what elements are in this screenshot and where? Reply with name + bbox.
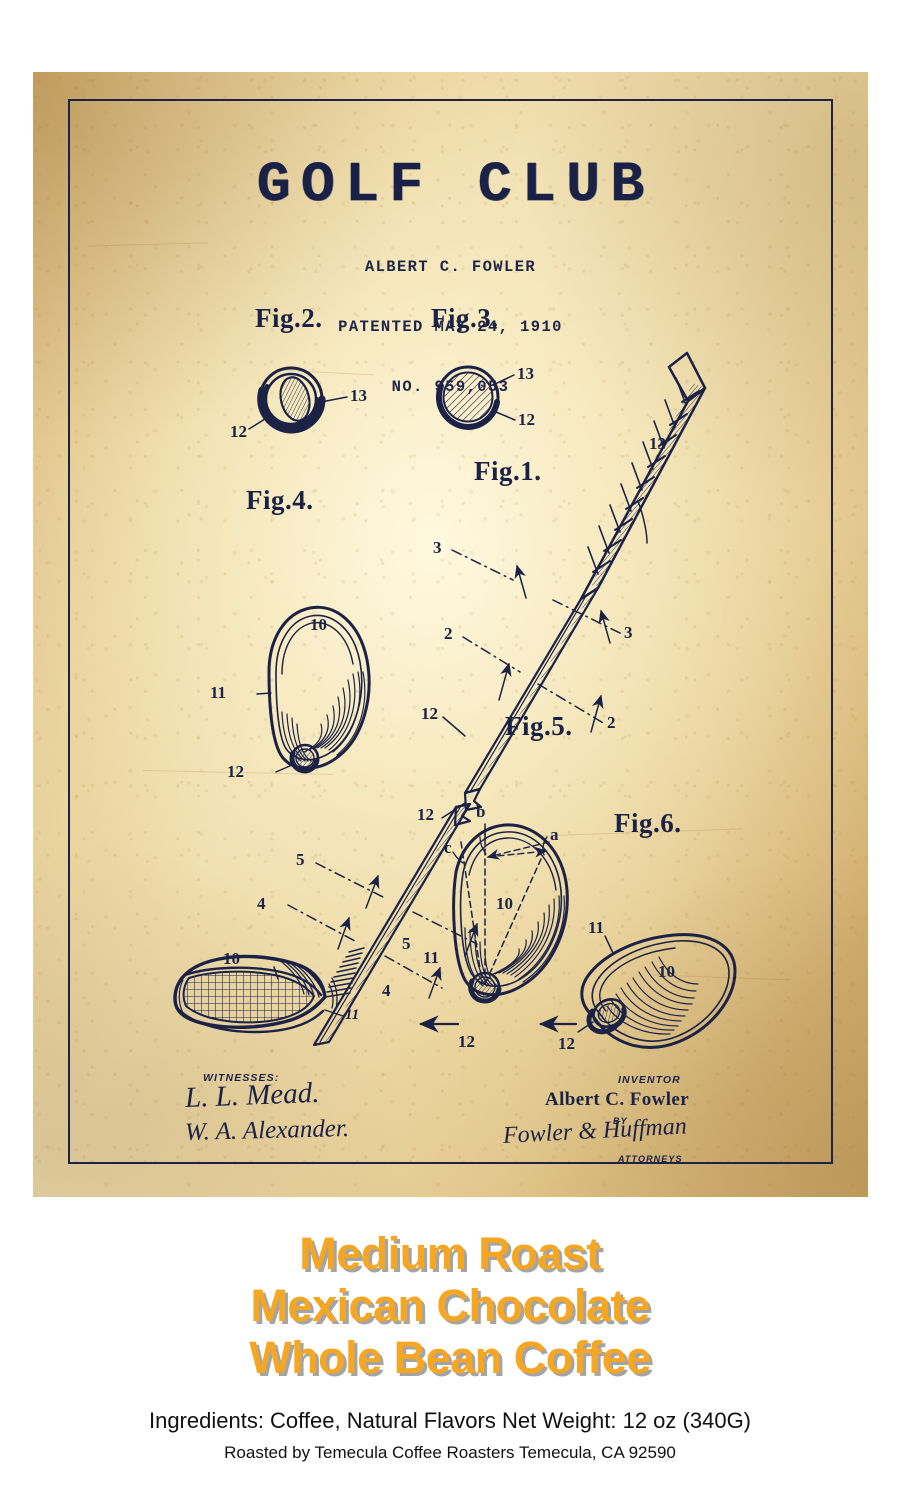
fig5-ref-10: 10 xyxy=(496,894,513,913)
attorneys-label: ATTORNEYS xyxy=(618,1154,683,1164)
fig1-ref-11: 11 xyxy=(345,1007,360,1023)
fig6-drawing xyxy=(538,933,737,1049)
fig1-ref-5-left: 5 xyxy=(296,850,305,869)
witness-signature-2: W. A. Alexander. xyxy=(184,1114,350,1146)
fig1-drawing xyxy=(173,351,707,1047)
fig5-drawing xyxy=(418,823,569,1033)
fig1-section-4 xyxy=(287,904,443,999)
fig1-upper-shaft xyxy=(463,586,600,812)
product-headline-block: Medium Roast Mexican Chocolate Whole Bea… xyxy=(0,1228,900,1384)
inventor-name: Albert C. Fowler xyxy=(545,1089,690,1110)
by-label: BY xyxy=(613,1116,628,1126)
fig1-ref-4-right: 4 xyxy=(382,981,391,1000)
fig4-ref-12: 12 xyxy=(227,762,244,781)
fig1-section-2 xyxy=(462,636,606,733)
headline-line-3: Whole Bean Coffee xyxy=(249,1332,651,1383)
patent-title: GOLF CLUB xyxy=(256,154,655,218)
patent-date-line: PATENTED MAY 24, 1910 xyxy=(338,318,563,336)
fig1-ref-4-left: 4 xyxy=(257,894,266,913)
fig6-ref-12: 12 xyxy=(558,1034,575,1053)
fig6-label: Fig.6. xyxy=(614,808,682,838)
headline-line-1: Medium Roast xyxy=(299,1228,601,1279)
fig2-label: Fig.2. xyxy=(255,303,323,333)
fig3-ref-12: 12 xyxy=(518,410,535,429)
fig3-drawing xyxy=(435,365,516,430)
fig4-ref-10: 10 xyxy=(310,615,327,634)
fig6-ref-10: 10 xyxy=(658,962,675,981)
fig1-ref-13: 13 xyxy=(649,434,666,453)
fig1-ref-2-left: 2 xyxy=(444,624,453,643)
fig5-ref-12: 12 xyxy=(458,1032,475,1051)
fig5-ref-a: a xyxy=(550,825,559,844)
fig1-club-head xyxy=(173,954,344,1034)
fig4-ref-11: 11 xyxy=(210,683,227,702)
fig1-ref-2-right: 2 xyxy=(607,713,616,732)
patent-border-frame xyxy=(68,99,833,1164)
inventor-label: INVENTOR xyxy=(618,1074,681,1086)
fig3-ref-13: 13 xyxy=(517,364,534,383)
fig1-ref-3-right: 3 xyxy=(624,623,633,642)
patent-number-line: NO. 959,053 xyxy=(391,378,510,396)
fig5-ref-c: c xyxy=(444,838,452,857)
fig1-ref-12-upper: 12 xyxy=(421,704,438,723)
fig1-ref-5-right: 5 xyxy=(402,934,411,953)
patent-drawing xyxy=(33,72,868,1197)
fig1-section-3 xyxy=(451,549,623,644)
patent-inventor-line: ALBERT C. FOWLER xyxy=(364,258,537,276)
patent-paper: GOLF CLUB ALBERT C. FOWLER PATENTED MAY … xyxy=(33,72,868,1197)
fig4-label: Fig.4. xyxy=(246,485,314,515)
fig2-drawing xyxy=(248,366,348,434)
witness-signature-1: L. L. Mead. xyxy=(184,1076,321,1114)
fig2-ref-12: 12 xyxy=(230,422,247,441)
fig1-ref-3-left: 3 xyxy=(433,538,442,557)
fig5-ref-b: b xyxy=(476,802,486,821)
headline-line-2: Mexican Chocolate xyxy=(250,1280,650,1331)
fig5-label: Fig.5. xyxy=(505,711,573,741)
ingredients-and-weight: Ingredients: Coffee, Natural Flavors Net… xyxy=(148,1408,752,1433)
witnesses-label: WITNESSES: xyxy=(203,1072,280,1084)
fig5-ref-11: 11 xyxy=(423,948,440,967)
fig3-label: Fig.3. xyxy=(431,303,499,333)
fig1-label: Fig.1. xyxy=(474,456,542,486)
fig4-drawing xyxy=(256,605,371,774)
fig1-ref-10: 10 xyxy=(223,949,240,968)
fig2-ref-13: 13 xyxy=(350,386,367,405)
patent-subtitle-block: ALBERT C. FOWLER PATENTED MAY 24, 1910 N… xyxy=(33,217,868,437)
roaster-info: Roasted by Temecula Coffee Roasters Teme… xyxy=(224,1443,676,1462)
fig1-ref-12-lower: 12 xyxy=(417,805,434,824)
fig6-ref-11: 11 xyxy=(588,918,605,937)
fig1-lower-shaft xyxy=(312,802,472,1047)
